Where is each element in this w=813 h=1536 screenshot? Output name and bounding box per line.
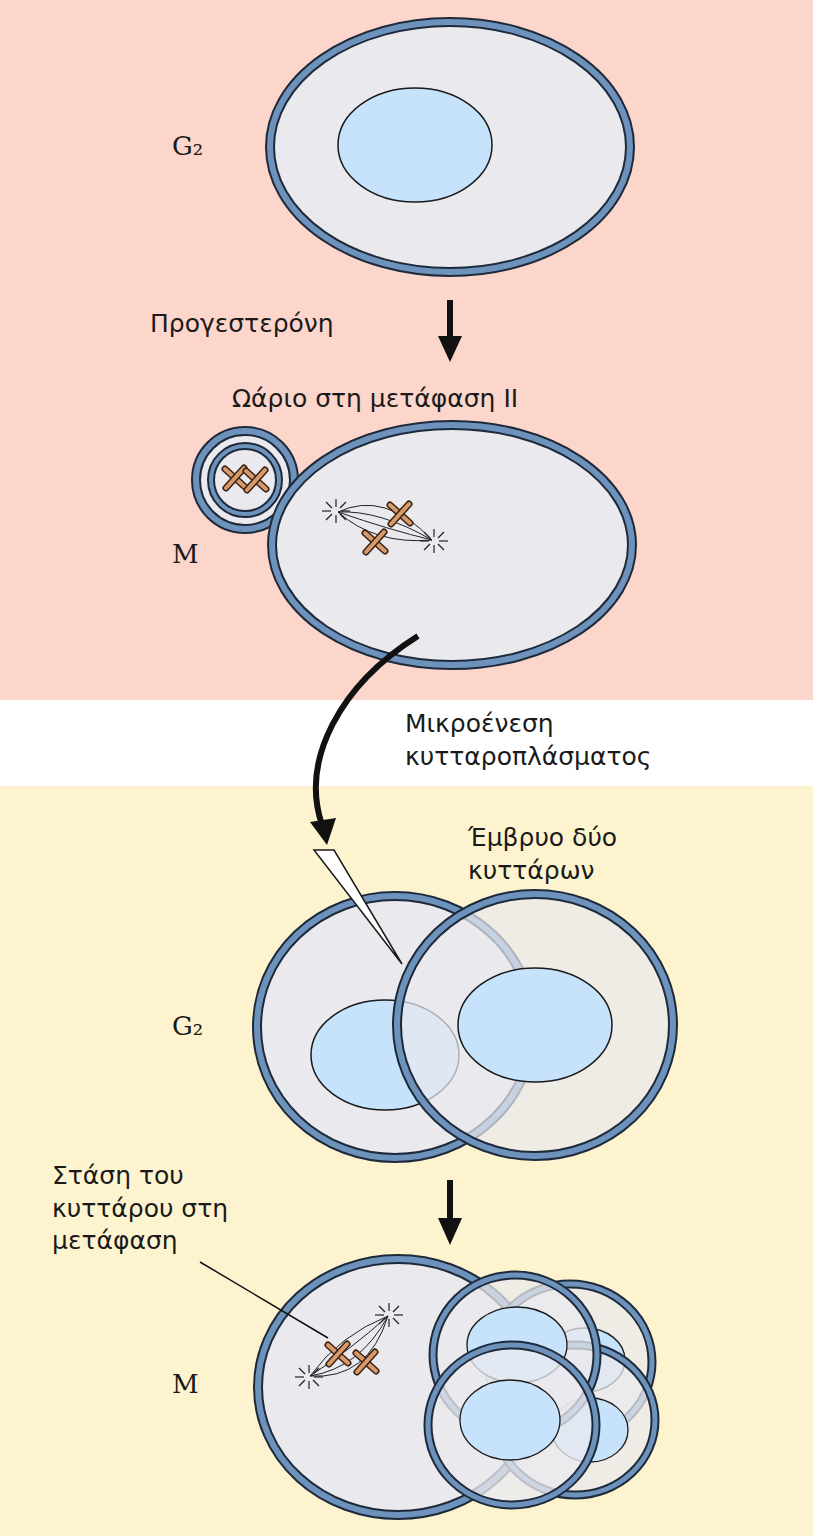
callout-label: Στάση του κυττάρου στη μετάφαση [52, 1160, 267, 1258]
oocyte-g2 [270, 22, 630, 272]
two-cell-embryo [257, 894, 673, 1158]
background-band [0, 700, 813, 786]
procedure-label: Μικροένεση κυτταροπλάσματος [405, 708, 745, 773]
phase-label: G₂ [172, 130, 203, 164]
arrested-embryo [258, 1259, 655, 1515]
leader-line [200, 1262, 328, 1338]
egg-metaphase-ii [272, 425, 632, 665]
micropipette [314, 850, 402, 964]
background-band [0, 786, 813, 1536]
arrow [438, 300, 462, 362]
stage-label: Ωάριο στη μετάφαση II [232, 383, 518, 416]
phase-label: M [172, 1368, 199, 1402]
cleaving-cells [428, 1275, 655, 1505]
background-band [0, 0, 813, 700]
arrow [438, 1180, 462, 1245]
stage-label: Έμβρυο δύο κυττάρων [468, 822, 683, 887]
phase-label: M [172, 538, 199, 572]
curved-arrow [310, 636, 418, 845]
phase-label: G₂ [172, 1010, 203, 1044]
treatment-label: Προγεστερόνη [150, 308, 334, 341]
